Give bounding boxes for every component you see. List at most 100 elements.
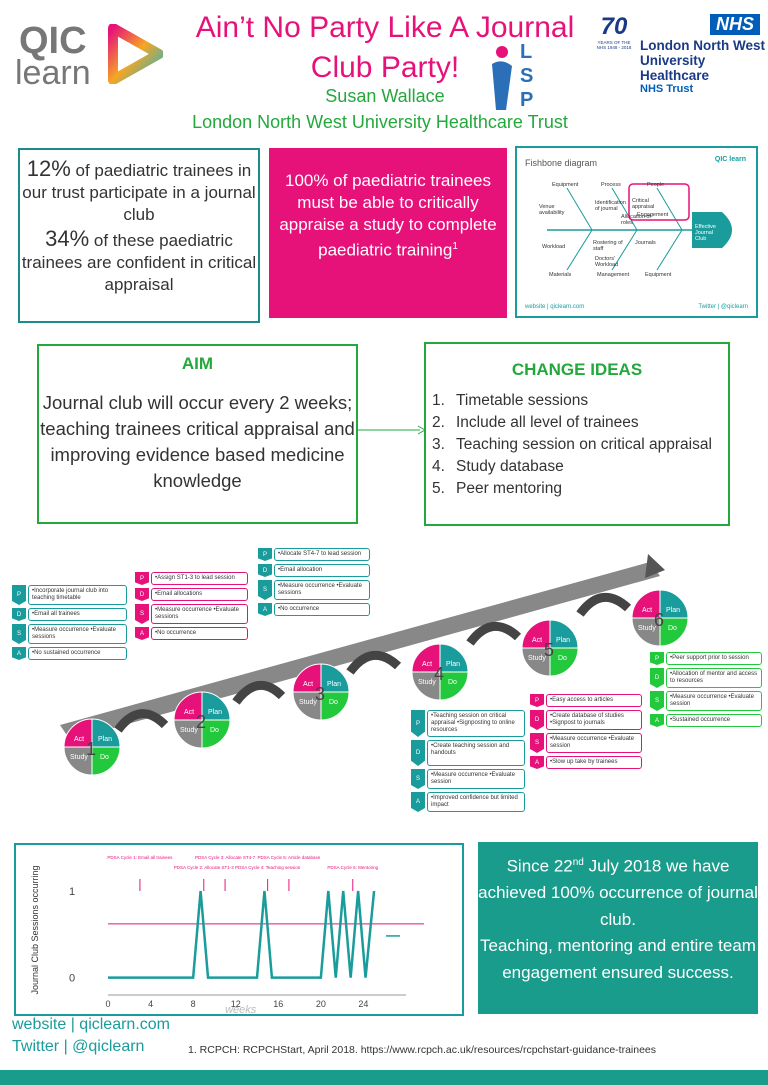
footer-links: website | qiclearn.com Twitter | @qiclea… bbox=[12, 1014, 170, 1058]
pdsa-quadrant-label: Study bbox=[70, 754, 88, 761]
fishbone-label: Management bbox=[597, 272, 630, 278]
fishbone-label: Equipment bbox=[645, 272, 672, 278]
change-idea-item: 5.Peer mentoring bbox=[432, 480, 562, 497]
pdsa-quadrant bbox=[521, 619, 551, 649]
pdsa-quadrant-label: Study bbox=[299, 699, 317, 706]
aim-heading: AIM bbox=[181, 354, 214, 373]
fishbone-label: People bbox=[647, 182, 665, 188]
fishbone-label: Identification of journal bbox=[595, 200, 626, 212]
nhs-trust-line3: NHS Trust bbox=[640, 83, 694, 95]
change-idea-item: 3.Teaching session on critical appraisal bbox=[432, 436, 712, 453]
pdsa-cycle5-card: P•Easy access to articles D•Create datab… bbox=[530, 694, 642, 772]
pdsa-quadrant bbox=[631, 589, 661, 619]
pdsa-quadrant-label: Do bbox=[668, 625, 677, 632]
pdsa-quadrant bbox=[411, 671, 441, 701]
pdsa-quadrant-label: Plan bbox=[208, 709, 222, 716]
aim-text: Journal club will occur every 2 weeks; t… bbox=[40, 392, 355, 491]
pdsa-cycle-number: 4 bbox=[434, 664, 444, 684]
fishbone-title: Fishbone diagram bbox=[525, 158, 598, 168]
x-tick-label: 0 bbox=[105, 999, 110, 1009]
pdsa-quadrant bbox=[659, 617, 689, 647]
pdsa-quadrant-label: Act bbox=[74, 736, 84, 743]
stat2-value: 34% bbox=[45, 226, 90, 251]
pdsa-quadrant bbox=[549, 647, 579, 677]
reference: 1. RCPCH: RCPCHStart, April 2018. https:… bbox=[188, 1044, 657, 1056]
fishbone-diagram bbox=[547, 183, 732, 271]
pdsa-quadrant-label: Act bbox=[422, 661, 432, 668]
series-line bbox=[108, 890, 376, 979]
x-axis-label: weeks bbox=[225, 1004, 257, 1014]
pdsa-quadrant-label: Do bbox=[100, 754, 109, 761]
pdsa-quadrant bbox=[320, 691, 350, 721]
fishbone-label: Materials bbox=[549, 272, 572, 278]
pdsa-quadrant bbox=[549, 619, 579, 649]
change-ideas-list: 1.Timetable sessions 2.Include all level… bbox=[426, 390, 728, 500]
title-line2: Club Party! bbox=[310, 51, 460, 84]
x-tick-label: 24 bbox=[358, 999, 368, 1009]
pdsa-cycle-number: 1 bbox=[86, 739, 96, 759]
website-link[interactable]: website | qiclearn.com bbox=[12, 1016, 170, 1033]
nhs-trust-line1: London North West bbox=[640, 38, 765, 53]
pdsa-quadrant bbox=[63, 746, 93, 776]
pdsa-quadrant-label: Plan bbox=[446, 661, 460, 668]
pdsa-quadrant-label: Do bbox=[210, 727, 219, 734]
qic-logo-line2: learn bbox=[15, 54, 91, 92]
annotation-label: PDSA Cycle 2: Allocate ST1-3 bbox=[174, 865, 235, 870]
pdsa-curved-arrows bbox=[114, 592, 632, 733]
fishbone-label: Workload bbox=[542, 244, 566, 250]
pdsa-quadrant-label: Do bbox=[558, 655, 567, 662]
annotation-label: PDSA Cycle 3: Allocate ST4-7 bbox=[195, 855, 256, 860]
stat1-text: of paediatric trainees in our trust part… bbox=[22, 161, 256, 224]
pdsa-quadrant-label: Study bbox=[180, 727, 198, 734]
pdsa-quadrant-label: Plan bbox=[327, 681, 341, 688]
x-tick-label: 20 bbox=[316, 999, 326, 1009]
fishbone-logo: QIC learn bbox=[714, 156, 746, 163]
pdsa-quadrant bbox=[659, 589, 689, 619]
qiclearn-logo: QIC learn bbox=[15, 18, 165, 92]
requirement-sup: 1 bbox=[452, 241, 458, 252]
pdsa-quadrant bbox=[292, 691, 322, 721]
twitter-link[interactable]: Twitter | @qiclearn bbox=[12, 1038, 145, 1055]
qic-logo-line1: QIC bbox=[19, 20, 87, 62]
y-tick-label: 0 bbox=[69, 973, 75, 985]
fishbone-label: Journals bbox=[635, 240, 656, 246]
fishbone-footer-right: Twitter | @qiclearn bbox=[698, 304, 748, 310]
results-line1-pre: Since 22 bbox=[506, 856, 573, 876]
x-tick-label: 16 bbox=[273, 999, 283, 1009]
annotation-label: PDSA Cycle 1: Email all trainees bbox=[107, 855, 173, 860]
footer-bar bbox=[0, 1070, 768, 1085]
pdsa-quadrant bbox=[173, 691, 203, 721]
nhs-trust-logo: NHS London North West University Healthc… bbox=[640, 14, 768, 95]
lsp-letter-s: S bbox=[520, 65, 534, 87]
pdsa-cycle2-card: P•Assign ST1-3 to lead session D•Email a… bbox=[135, 572, 248, 643]
pdsa-quadrant bbox=[320, 663, 350, 693]
fishbone-label: Doctors' Workload bbox=[595, 256, 619, 268]
fishbone-label: Venue availability bbox=[539, 204, 565, 216]
fishbone-head-label: Effective Journal Club bbox=[695, 224, 716, 242]
pdsa-quadrant bbox=[201, 691, 231, 721]
organisation-name: London North West University Healthcare … bbox=[192, 112, 568, 132]
aim-to-change-arrow bbox=[358, 425, 426, 435]
stats-box: 12% of paediatric trainees in our trust … bbox=[18, 148, 260, 323]
pdsa-quadrant-label: Plan bbox=[98, 736, 112, 743]
results-box: Since 22nd July 2018 we have achieved 10… bbox=[478, 842, 758, 1014]
nhs-badge: NHS bbox=[709, 14, 760, 35]
pdsa-quadrant-label: Do bbox=[448, 679, 457, 686]
fishbone-label: Process bbox=[601, 182, 621, 188]
pdsa-quadrant bbox=[411, 643, 441, 673]
x-tick-label: 4 bbox=[148, 999, 153, 1009]
y-axis-label: Journal Club Sessions occurring bbox=[30, 865, 40, 994]
pdsa-cycle1-card: P•Incorporate journal club into teaching… bbox=[12, 585, 127, 663]
pdsa-quadrant-label: Study bbox=[638, 625, 656, 632]
pdsa-quadrant bbox=[439, 643, 469, 673]
pdsa-quadrant bbox=[439, 671, 469, 701]
nhs70-caption: YEARS OF THE NHS 1948 - 2018 bbox=[596, 40, 632, 50]
pdsa-quadrant bbox=[91, 718, 121, 748]
pdsa-quadrant-label: Act bbox=[532, 637, 542, 644]
author-name: Susan Wallace bbox=[325, 86, 445, 106]
